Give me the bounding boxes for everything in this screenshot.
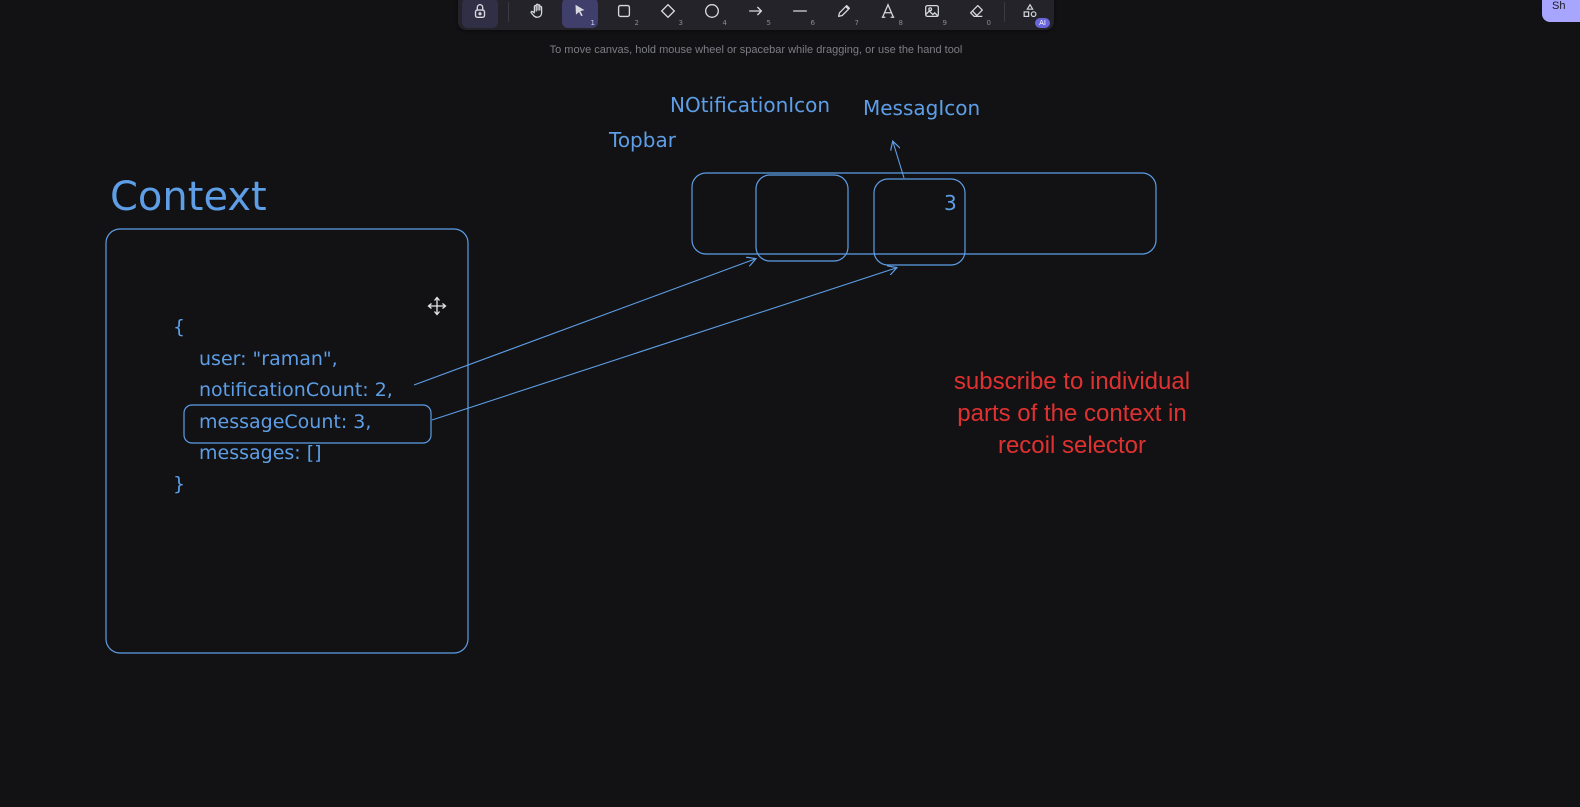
selection-tool-button[interactable]: 1 (562, 0, 598, 28)
tool-shortcut-key: 5 (766, 19, 771, 27)
diamond-icon (659, 2, 677, 24)
message-count-highlight-box[interactable] (183, 404, 432, 444)
line-tool-button[interactable]: 6 (782, 0, 818, 28)
topbar-box[interactable] (691, 172, 1157, 255)
diamond-tool-button[interactable]: 3 (650, 0, 686, 28)
lock-icon (471, 2, 489, 24)
tool-shortcut-key: 8 (898, 19, 903, 27)
ellipse-tool-button[interactable]: 4 (694, 0, 730, 28)
rectangle-icon (615, 2, 633, 24)
rectangle-tool-button[interactable]: 2 (606, 0, 642, 28)
code-line-messages[interactable]: messages: [] (199, 442, 322, 464)
message-icon-label-arrow[interactable] (893, 142, 905, 179)
circle-icon (703, 2, 721, 24)
shape-toolbar: 1 2 3 4 5 (458, 0, 1054, 30)
code-open-brace[interactable]: { (173, 316, 186, 338)
eraser-tool-button[interactable]: 0 (958, 0, 994, 28)
image-tool-button[interactable]: 9 (914, 0, 950, 28)
notification-icon-box[interactable] (755, 174, 849, 262)
hand-tool-button[interactable] (520, 0, 556, 28)
hand-icon (529, 2, 547, 24)
note-line: parts of the context in (957, 400, 1187, 427)
tool-shortcut-key: 7 (854, 19, 859, 27)
code-line-message-count[interactable]: messageCount: 3, (199, 411, 372, 433)
message-icon-label[interactable]: MessagIcon (863, 96, 981, 120)
eraser-icon (967, 2, 985, 24)
tool-shortcut-key: 6 (810, 19, 815, 27)
line-icon (791, 2, 809, 24)
toolbar-divider (1004, 2, 1005, 22)
pencil-icon (835, 2, 853, 24)
message-count-arrow[interactable] (431, 268, 896, 421)
note-line: subscribe to individual (953, 368, 1191, 395)
context-title[interactable]: Context (110, 174, 267, 220)
tool-shortcut-key: 1 (590, 19, 595, 27)
note-line: recoil selector (997, 432, 1147, 459)
arrow-tool-button[interactable]: 5 (738, 0, 774, 28)
tool-shortcut-key: 2 (634, 19, 639, 27)
lock-tool-button[interactable] (462, 0, 498, 28)
text-tool-button[interactable]: 8 (870, 0, 906, 28)
notification-count-arrow[interactable] (413, 259, 755, 386)
code-line-notification-count[interactable]: notificationCount: 2, (199, 379, 393, 401)
share-button[interactable]: Sh (1542, 0, 1580, 22)
image-icon (923, 2, 941, 24)
tool-shortcut-key: 0 (986, 19, 991, 27)
notification-icon-label[interactable]: NOtificationIcon (670, 93, 831, 117)
share-button-label: Sh (1552, 0, 1566, 12)
message-badge-count[interactable]: 3 (944, 191, 957, 215)
text-icon (879, 2, 897, 24)
tool-shortcut-key: 3 (678, 19, 683, 27)
canvas-hint-text: To move canvas, hold mouse wheel or spac… (549, 44, 963, 56)
code-line-user[interactable]: user: "raman", (199, 348, 338, 370)
toolbar-divider (508, 2, 509, 22)
draw-tool-button[interactable]: 7 (826, 0, 862, 28)
move-cursor-icon (427, 296, 447, 316)
pointer-icon (571, 2, 589, 24)
more-shapes-button[interactable]: AI (1012, 0, 1050, 28)
message-icon-box[interactable] (873, 178, 966, 266)
recoil-selector-note[interactable]: subscribe to individual parts of the con… (906, 366, 1238, 462)
topbar-label[interactable]: Topbar (609, 128, 676, 152)
ai-badge: AI (1035, 18, 1050, 28)
code-close-brace[interactable]: } (173, 473, 186, 495)
context-box[interactable] (105, 228, 469, 654)
arrow-right-icon (747, 2, 765, 24)
tool-shortcut-key: 4 (722, 19, 727, 27)
shapes-icon (1021, 2, 1039, 24)
tool-shortcut-key: 9 (942, 19, 947, 27)
